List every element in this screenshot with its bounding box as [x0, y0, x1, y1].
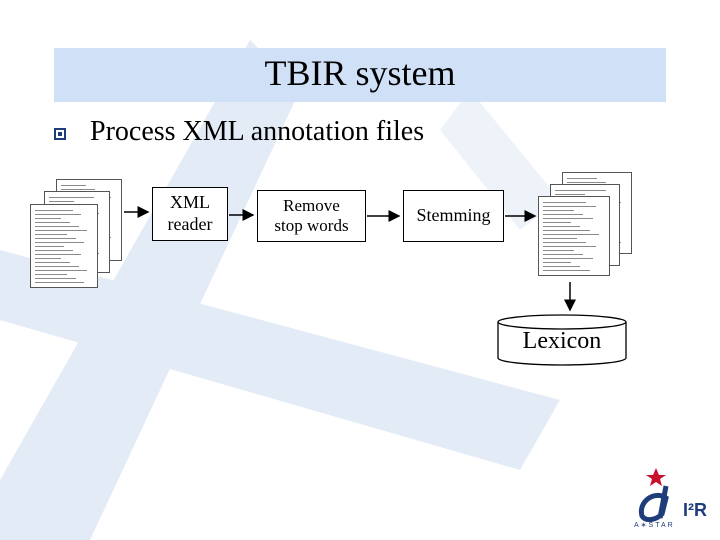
document-text-line	[35, 270, 87, 271]
lexicon-label: Lexicon	[522, 328, 602, 354]
document-text-line	[543, 218, 593, 219]
astar-logo-icon	[638, 468, 669, 523]
document-text-line	[35, 278, 76, 279]
stemming-label: Stemming	[416, 205, 491, 226]
document-text-line	[543, 230, 590, 231]
stemming-box: Stemming	[403, 190, 504, 242]
remove-stop-words-box: Remove stop words	[257, 190, 366, 242]
remove-stop-words-label: Remove stop words	[274, 195, 349, 235]
document-text-line	[543, 250, 574, 251]
document-text-line	[543, 262, 571, 263]
document-text-line	[567, 178, 597, 179]
document-text-line	[543, 222, 571, 223]
document-text-line	[543, 270, 590, 271]
document-text-line	[543, 258, 593, 259]
document-text-line	[35, 266, 79, 267]
document-text-line	[543, 266, 580, 267]
document-text-line	[567, 182, 606, 183]
document-text-line	[35, 254, 81, 255]
slide-title: TBIR system	[264, 53, 456, 93]
i2r-logo-text: I²R	[683, 500, 707, 520]
bullet-text: Process XML annotation files	[90, 116, 425, 147]
astar-logo-text: A∗STAR	[634, 522, 675, 529]
processed-document	[538, 196, 610, 276]
document-text-line	[555, 194, 585, 195]
document-text-line	[35, 226, 79, 227]
document-text-line	[543, 226, 580, 227]
document-text-line	[49, 197, 94, 198]
document-text-line	[35, 250, 73, 251]
document-text-line	[543, 242, 586, 243]
bullet-square-icon	[54, 128, 66, 140]
document-text-line	[543, 214, 583, 215]
document-text-line	[35, 210, 73, 211]
document-text-line	[543, 210, 574, 211]
xml-reader-label: XML reader	[167, 192, 213, 234]
document-text-line	[49, 201, 74, 202]
document-text-line	[35, 274, 67, 275]
xml-document	[30, 204, 98, 288]
title-band	[54, 48, 666, 102]
document-text-line	[543, 202, 586, 203]
document-text-line	[35, 222, 70, 223]
lexicon-database-icon	[497, 314, 627, 366]
document-text-line	[35, 230, 87, 231]
document-text-line	[35, 238, 76, 239]
document-text-line	[35, 262, 70, 263]
document-text-line	[35, 242, 84, 243]
document-text-line	[61, 185, 86, 186]
document-text-line	[543, 206, 596, 207]
document-text-line	[35, 214, 81, 215]
document-text-line	[35, 218, 61, 219]
document-text-line	[35, 246, 64, 247]
document-text-line	[61, 189, 95, 190]
document-text-line	[543, 238, 577, 239]
xml-reader-box: XML reader	[152, 187, 228, 241]
document-text-line	[543, 246, 596, 247]
document-text-line	[543, 254, 583, 255]
document-text-line	[35, 258, 61, 259]
document-text-line	[543, 234, 599, 235]
document-text-line	[35, 234, 67, 235]
document-text-line	[35, 282, 84, 283]
document-text-line	[555, 190, 606, 191]
